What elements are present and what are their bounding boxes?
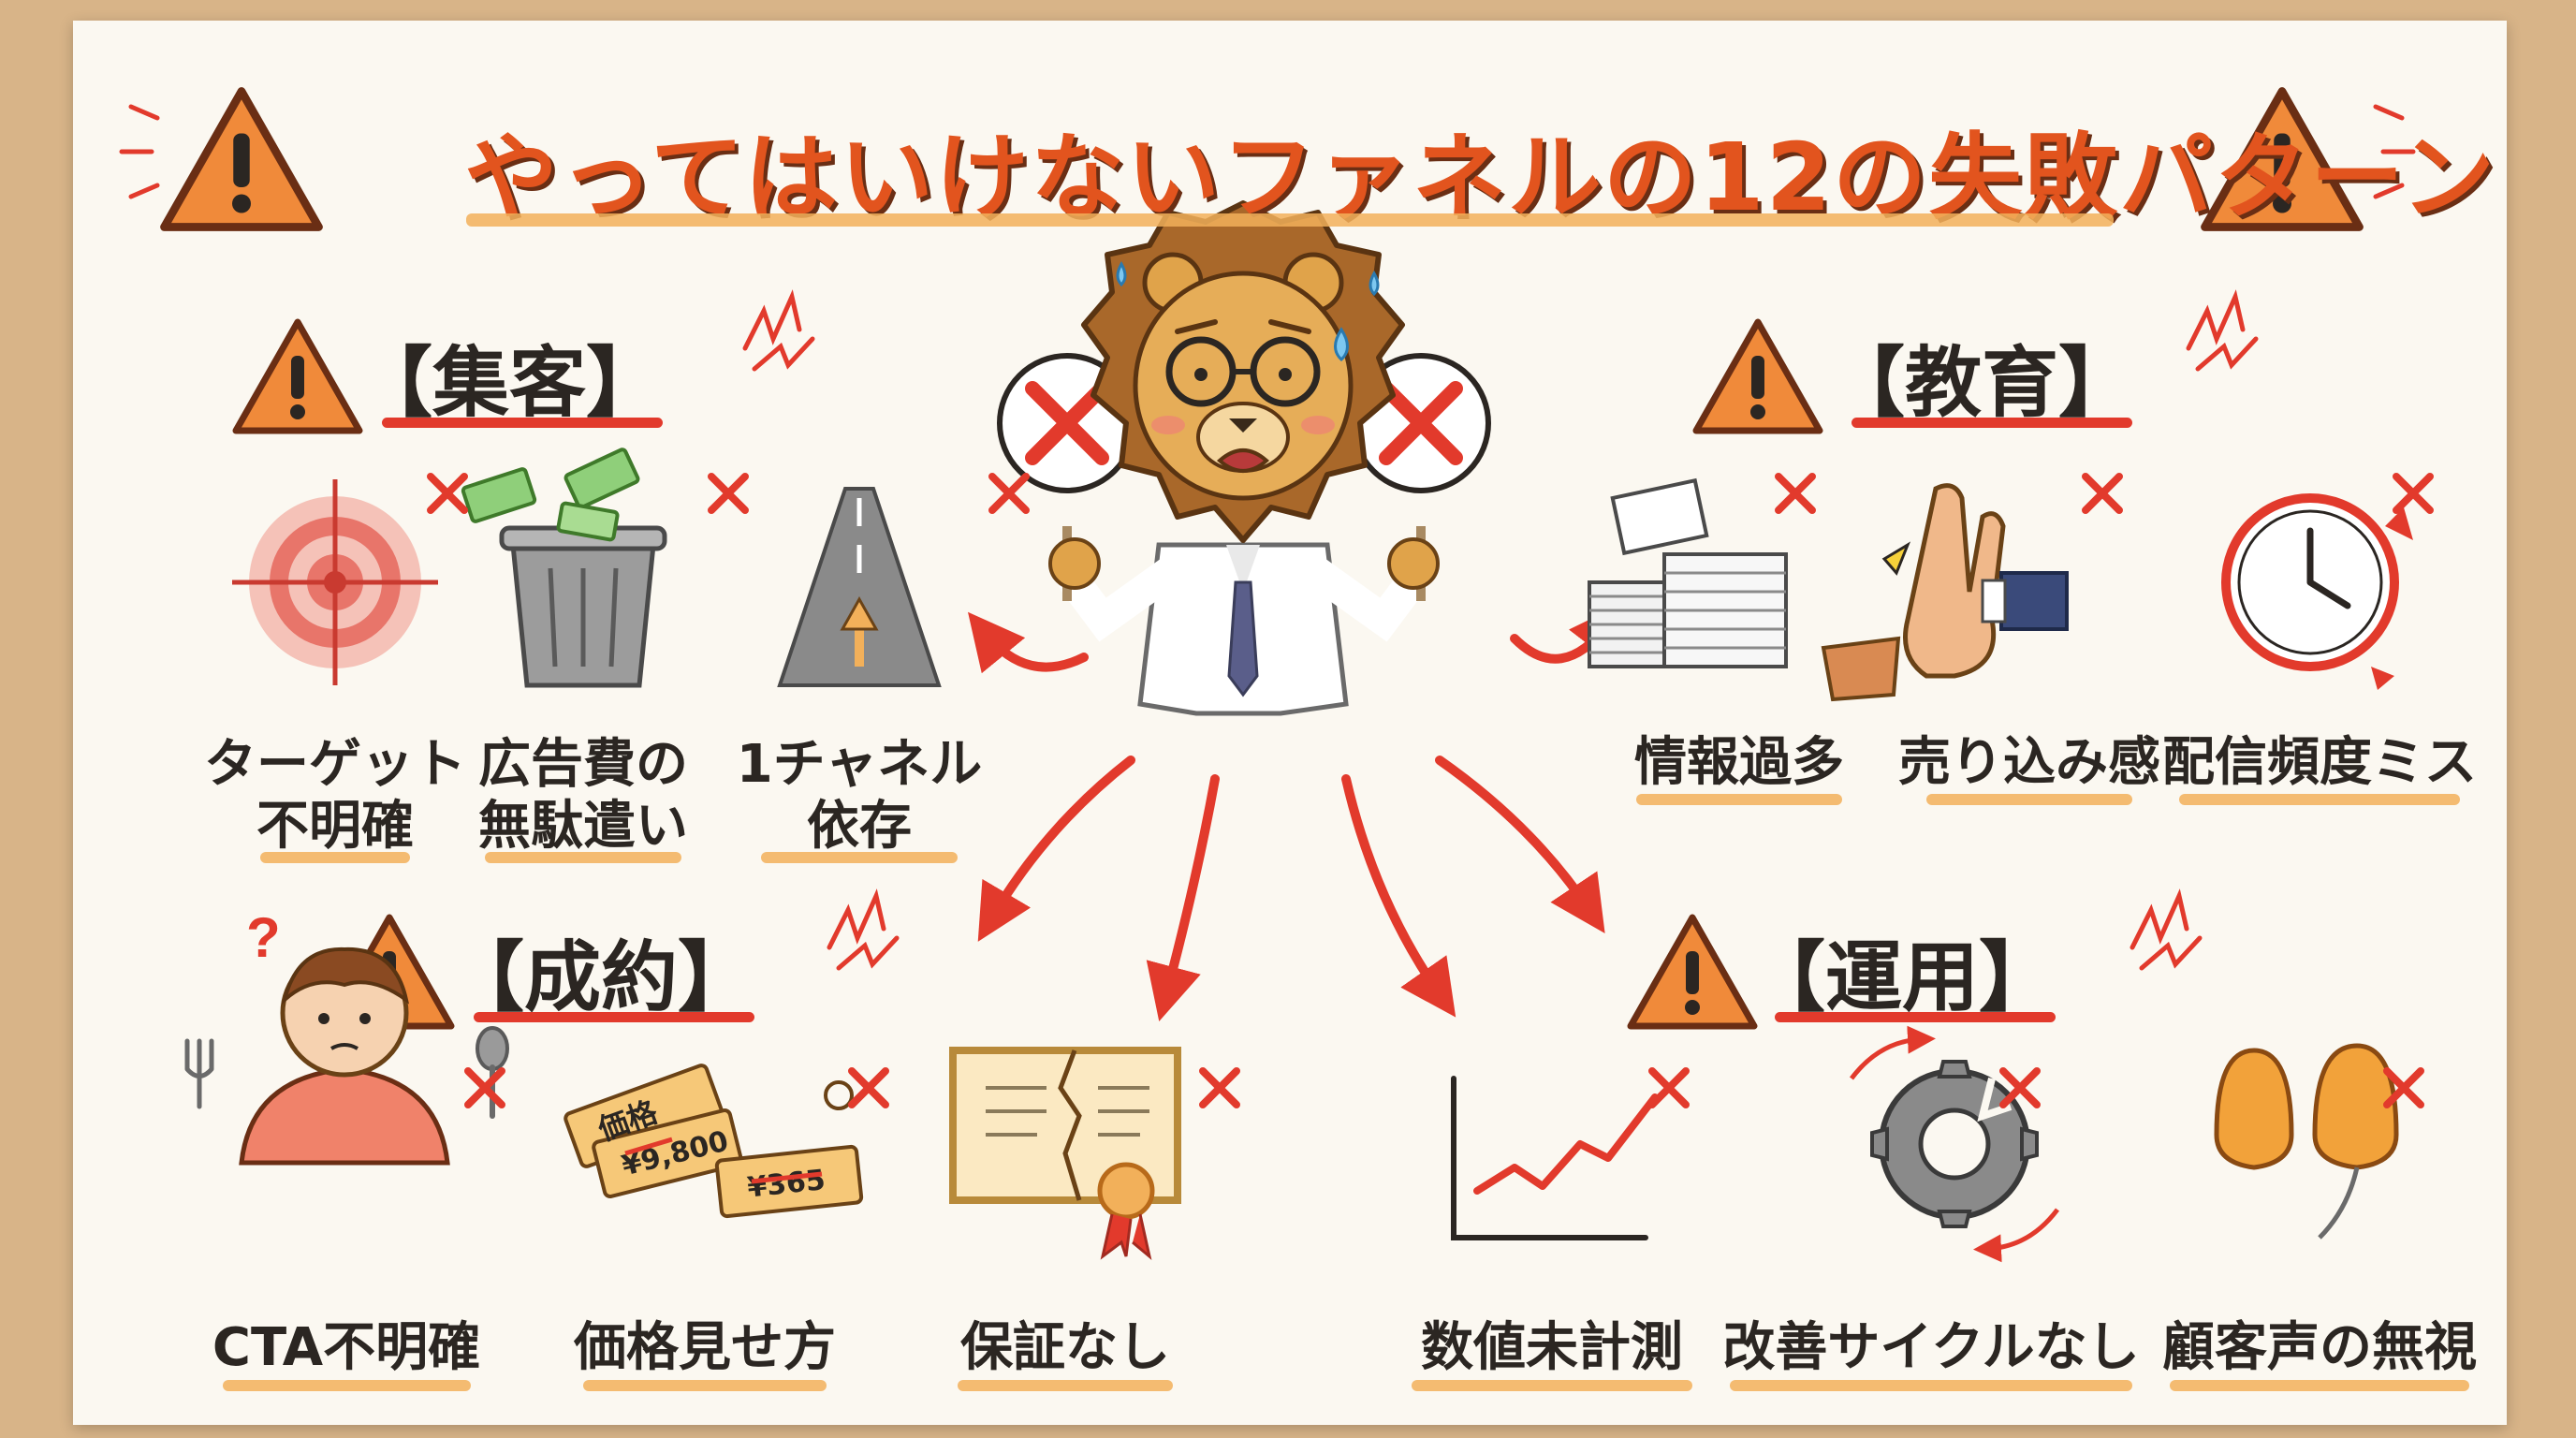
label-underline [485, 852, 681, 863]
warning-icon [236, 322, 359, 431]
label-underline [1926, 794, 2132, 805]
item-label-hard-sell: 売り込み感 [1898, 732, 2160, 793]
illustration-layer: ? 価格 ¥9,800 ¥365 [119, 21, 2507, 1263]
label-underline [1412, 1380, 1692, 1391]
money-trash-icon [461, 448, 667, 688]
poster-board: ? 価格 ¥9,800 ¥365 [73, 21, 2507, 1425]
item-label-no-guarantee: 保証なし [960, 1317, 1170, 1378]
stop-hand-icon [1821, 483, 2069, 702]
label-underline [583, 1380, 827, 1391]
category-title-acquisition: 【集客】 [356, 339, 664, 428]
label-underline [2170, 1380, 2469, 1391]
label-underline [1636, 794, 1842, 805]
item-label-ignore-customer-voice: 顧客声の無視 [2162, 1317, 2477, 1378]
item-label-price-display: 価格見せ方 [574, 1317, 836, 1378]
label-underline [2179, 794, 2460, 805]
label-underline [223, 1380, 471, 1391]
clock-icon [2221, 493, 2413, 690]
category-title-education: 【教育】 [1828, 339, 2136, 428]
item-label-cta-unclear: CTA不明確 [212, 1317, 481, 1378]
label-underline [1730, 1380, 2132, 1391]
label-underline [958, 1380, 1173, 1391]
category-title-conversion: 【成約】 [447, 933, 755, 1022]
title-sparks-icon [119, 104, 2416, 199]
category-title-operation: 【運用】 [1749, 933, 2056, 1022]
ear-plug-icon [2214, 1043, 2399, 1240]
warning-icon [1696, 322, 1820, 431]
target-icon [232, 479, 438, 685]
svg-text:?: ? [246, 906, 281, 969]
lion-professor [997, 200, 1491, 716]
item-label-single-channel: 1チャネル 依存 [736, 734, 983, 857]
title-warning-left-icon [165, 92, 319, 227]
price-tag-label: ¥365 [746, 1164, 827, 1205]
category-underline [1852, 418, 2132, 428]
category-underline [474, 1012, 754, 1022]
torn-certificate-icon [949, 1047, 1181, 1260]
item-label-no-improvement-cycle: 改善サイクルなし [1722, 1317, 2140, 1378]
item-label-target-unclear: ターゲット 不明確 [204, 734, 466, 857]
item-label-delivery-frequency: 配信頻度ミス [2162, 732, 2477, 793]
category-underline [382, 418, 663, 428]
single-road-icon [777, 487, 942, 687]
item-label-info-overload: 情報過多 [1634, 732, 1844, 793]
arrows [967, 602, 1626, 1021]
scribble-icon [2188, 297, 2256, 369]
scribble-icon [745, 297, 812, 369]
item-label-ad-waste: 広告費の 無駄遣い [478, 734, 688, 857]
paper-stack-icon [1588, 477, 1788, 668]
item-label-no-metrics: 数値未計測 [1421, 1317, 1683, 1378]
confused-person-icon: ? [184, 906, 509, 1166]
scribble-icon [829, 896, 897, 968]
warning-icon [1631, 917, 1754, 1026]
line-chart-icon [1451, 1076, 1659, 1240]
label-underline [761, 852, 958, 863]
label-underline [260, 852, 410, 863]
scribble-icon [2132, 896, 2200, 968]
broken-gear-icon [1850, 1025, 2059, 1263]
price-tag-icon: 価格 ¥9,800 ¥365 [564, 1064, 864, 1219]
category-underline [1775, 1012, 2056, 1022]
title-underline [466, 213, 2114, 227]
